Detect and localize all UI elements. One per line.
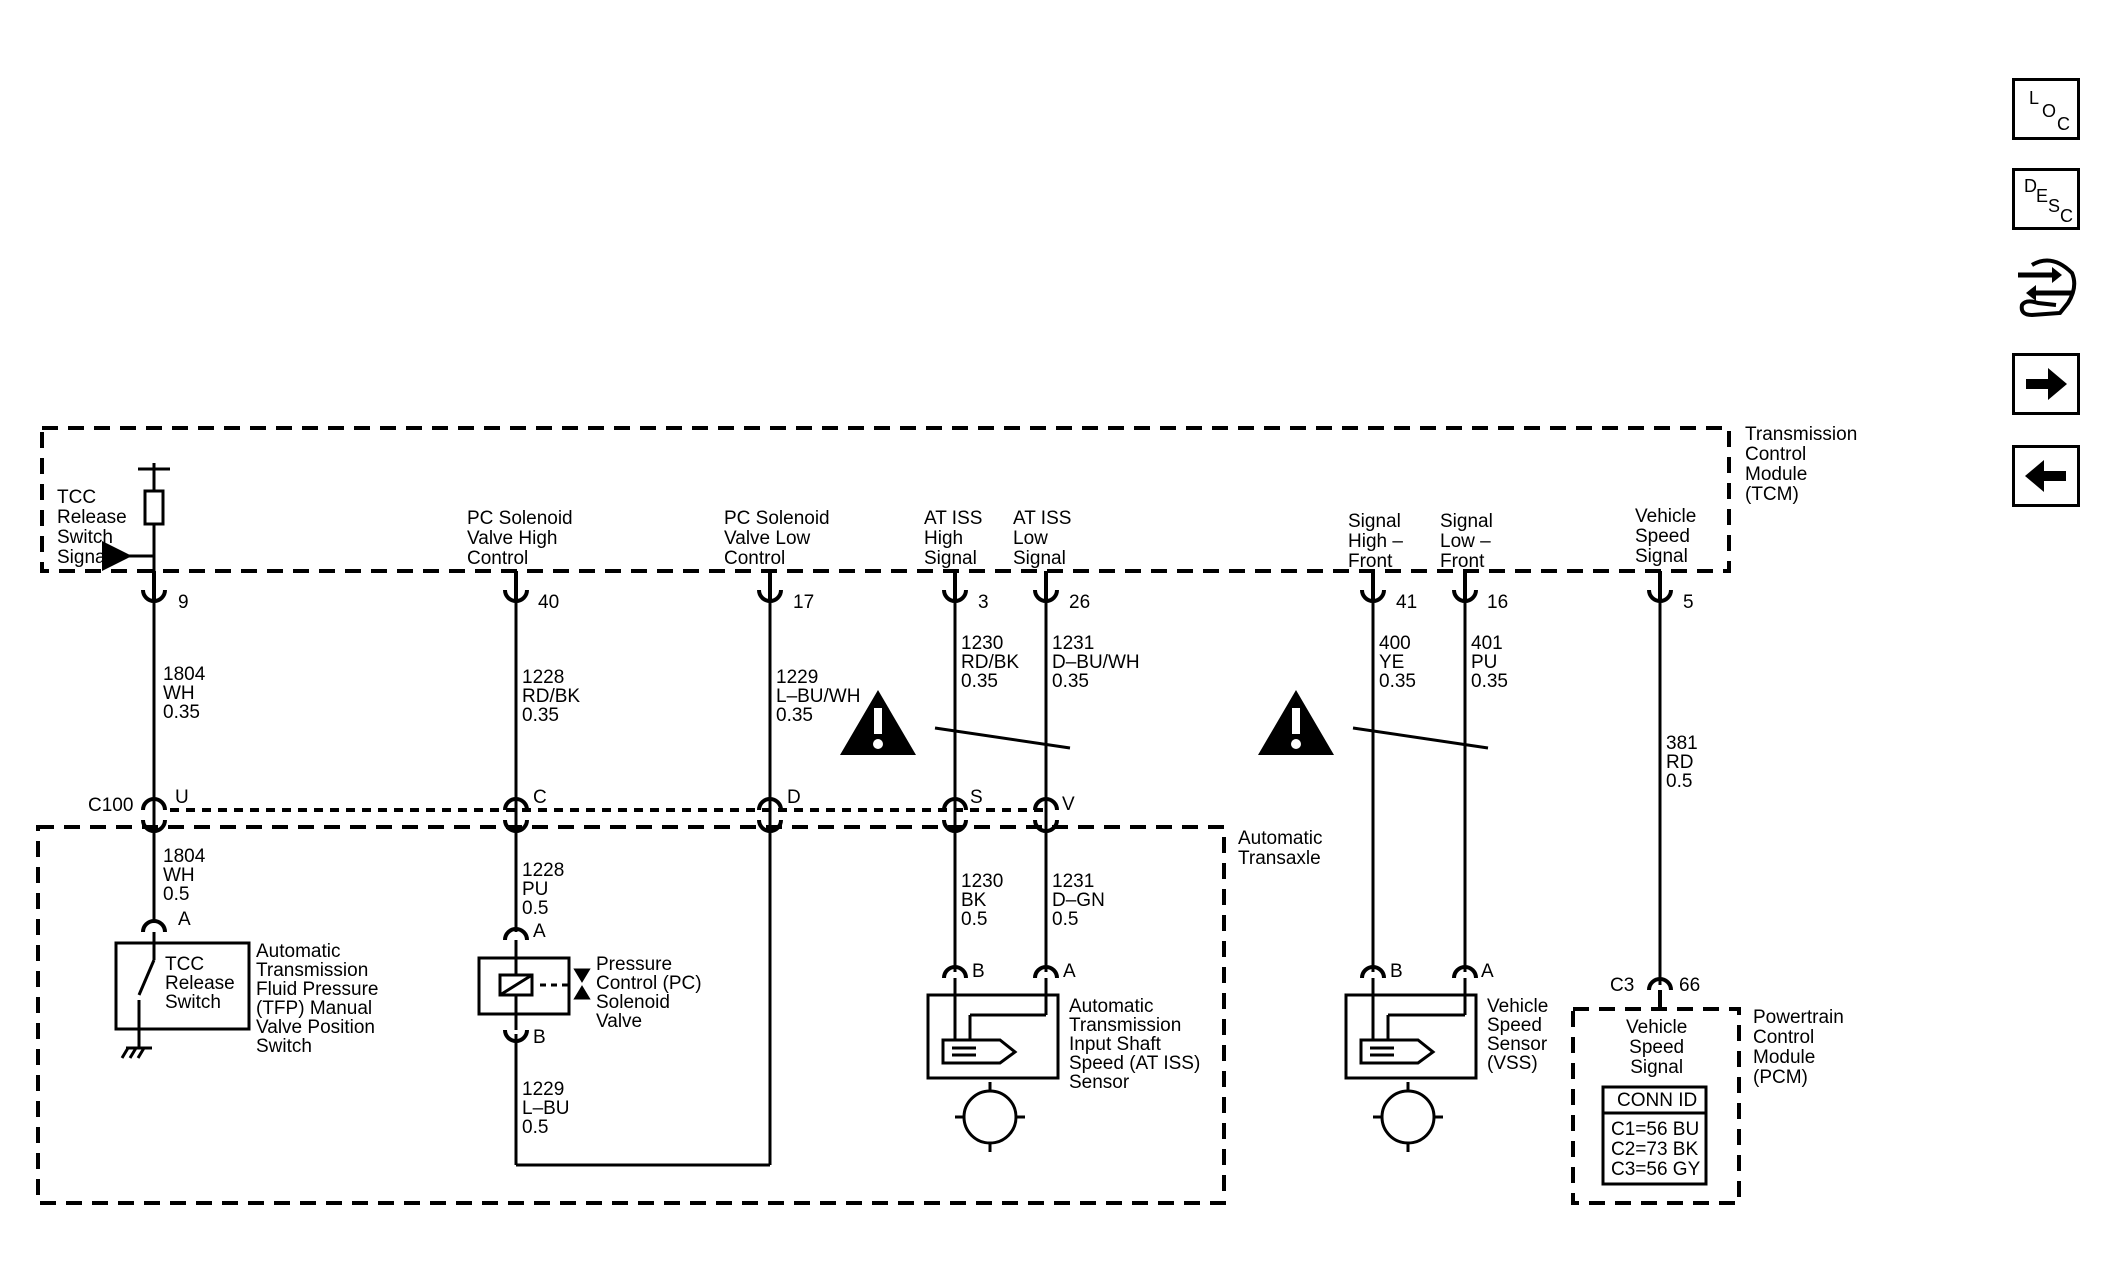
pcm-boundary xyxy=(1571,1007,1741,1205)
conn-id-title: CONN ID xyxy=(1617,1090,1698,1111)
vss-pin-a: A xyxy=(1481,961,1494,982)
desc-c: C xyxy=(2060,206,2073,226)
pin-number: 17 xyxy=(793,592,815,613)
warning-icon xyxy=(1258,690,1334,755)
wires xyxy=(138,463,1662,1167)
connector-c100-label: C100 xyxy=(88,795,134,816)
iss-sensor-component xyxy=(926,978,1060,1152)
pin-number: 26 xyxy=(1069,592,1091,613)
diagnostic-button[interactable] xyxy=(2012,253,2080,318)
pin-number: 3 xyxy=(978,592,989,613)
next-button[interactable] xyxy=(2012,353,2080,415)
pin-number: 40 xyxy=(538,592,560,613)
c100-pin-u: U xyxy=(175,787,189,808)
pin-number: 16 xyxy=(1487,592,1509,613)
c100-pin-v: V xyxy=(1062,794,1075,815)
component-pin-symbols xyxy=(141,919,1673,1043)
description-button[interactable]: D E S C xyxy=(2012,168,2080,230)
pin-number: 9 xyxy=(178,592,189,613)
loc-l: L xyxy=(2029,88,2040,108)
c100-pin-c: C xyxy=(533,787,547,808)
loc-o: O xyxy=(2042,101,2057,121)
arrow-right-icon xyxy=(2026,368,2067,400)
warning-icon xyxy=(840,690,916,755)
arrow-left-icon xyxy=(2025,460,2066,492)
c100-pin-d: D xyxy=(787,787,801,808)
pin-number: 5 xyxy=(1683,592,1694,613)
tcm-pin-symbols xyxy=(141,571,1673,603)
tcm-boundary xyxy=(40,426,1731,573)
iss-pin-b: B xyxy=(972,961,985,982)
conn-id-box xyxy=(1601,1085,1708,1186)
pc-solenoid-pin-b: B xyxy=(533,1027,546,1048)
connector-c3-label: C3 xyxy=(1610,975,1635,996)
c100-pin-symbols xyxy=(141,797,1059,833)
desc-d: D xyxy=(2024,176,2037,196)
desc-s: S xyxy=(2048,196,2061,216)
previous-button[interactable] xyxy=(2012,445,2080,507)
vss-pin-b: B xyxy=(1390,961,1403,982)
wrench-arrows-icon xyxy=(2018,258,2077,318)
desc-e: E xyxy=(2036,186,2049,206)
loc-c: C xyxy=(2057,114,2070,134)
location-button[interactable]: L O C xyxy=(2012,78,2080,140)
iss-pin-a: A xyxy=(1063,961,1076,982)
vss-sensor-component xyxy=(1344,978,1478,1152)
tcc-switch-component xyxy=(114,932,251,1059)
pcm-pin-66: 66 xyxy=(1679,975,1701,996)
pin-number: 41 xyxy=(1396,592,1418,613)
c100-pin-s: S xyxy=(970,787,983,808)
pc-solenoid-pin-a: A xyxy=(533,921,546,942)
tcc-switch-pin: A xyxy=(178,909,191,930)
pc-solenoid-component xyxy=(477,940,591,1030)
